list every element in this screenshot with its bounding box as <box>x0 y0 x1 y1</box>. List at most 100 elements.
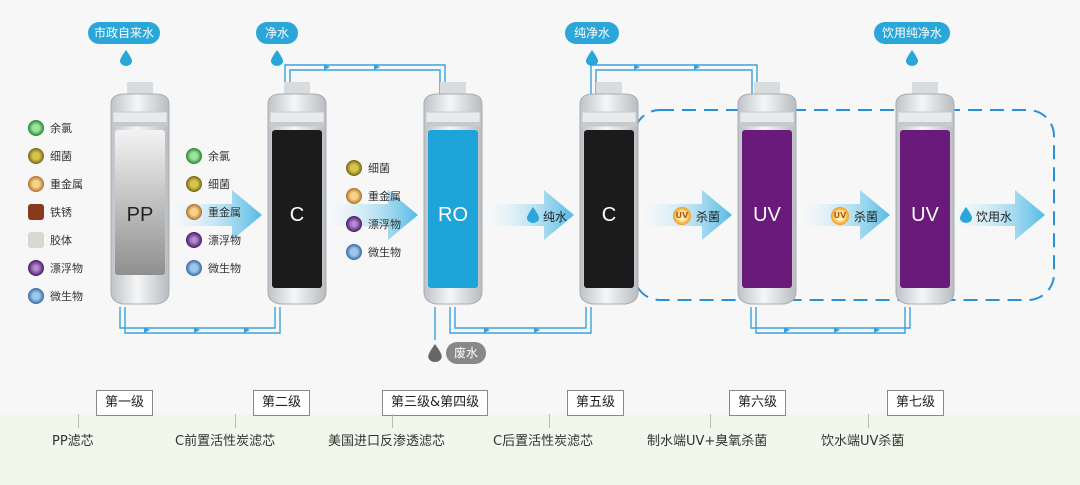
floating-matter-icon <box>186 232 202 248</box>
stage-label: 第五级 <box>567 390 625 416</box>
contaminant-item: 微生物 <box>28 288 83 304</box>
flow-arrow-2 <box>323 190 418 240</box>
contaminant-label: 胶体 <box>50 234 72 247</box>
stage-label: 第三级&第四级 <box>382 390 489 416</box>
uv-sun-icon: UV <box>673 207 691 225</box>
heavy-metal-icon <box>346 188 362 204</box>
stage-label: 第七级 <box>887 390 945 416</box>
contaminant-label: 漂浮物 <box>208 234 241 247</box>
stage-label: 第六级 <box>729 390 787 416</box>
microbe-icon <box>346 244 362 260</box>
floating-matter-icon <box>346 216 362 232</box>
contaminant-item: 余氯 <box>186 148 230 164</box>
colloid-icon <box>28 232 44 248</box>
contaminant-label: 铁锈 <box>50 206 72 219</box>
contaminant-label: 微生物 <box>208 262 241 275</box>
floating-matter-icon <box>28 260 44 276</box>
water-drop-icon <box>906 50 918 66</box>
bottom-band <box>0 414 1080 485</box>
water-drop-icon <box>527 207 539 223</box>
divider <box>235 414 236 428</box>
microbe-icon <box>186 260 202 276</box>
bacteria-icon <box>186 176 202 192</box>
filter-name: PP滤芯 <box>52 434 94 449</box>
contaminant-item: 重金属 <box>28 176 83 192</box>
label-tap-water: 市政自来水 <box>88 22 160 44</box>
heavy-metal-icon <box>186 204 202 220</box>
contaminant-label: 微生物 <box>50 290 83 303</box>
contaminant-item: 胶体 <box>28 232 72 248</box>
contaminant-item: 细菌 <box>346 160 390 176</box>
chlorine-icon <box>186 148 202 164</box>
contaminant-item: 漂浮物 <box>346 216 401 232</box>
label-drinking-pure-water: 饮用纯净水 <box>874 22 950 44</box>
divider <box>392 414 393 428</box>
contaminant-item: 细菌 <box>186 176 230 192</box>
water-drop-icon <box>960 207 972 223</box>
contaminant-item: 微生物 <box>186 260 241 276</box>
label-pure-water: 纯净水 <box>565 22 619 44</box>
heavy-metal-icon <box>28 176 44 192</box>
arrow-label-sterilize: 杀菌 <box>696 210 721 224</box>
contaminant-label: 细菌 <box>208 178 230 191</box>
water-drop-icon <box>120 50 132 66</box>
label-waste-water: 废水 <box>446 342 486 364</box>
contaminant-label: 细菌 <box>50 150 72 163</box>
cartridge-label: C <box>289 204 305 226</box>
contaminant-item: 重金属 <box>346 188 401 204</box>
stage-label: 第二级 <box>253 390 311 416</box>
contaminant-label: 细菌 <box>368 162 390 175</box>
flow-arrow-1 <box>165 190 262 240</box>
contaminant-item: 余氯 <box>28 120 72 136</box>
arrow-label-sterilize: 杀菌 <box>854 210 879 224</box>
divider <box>78 414 79 428</box>
filter-cartridge: C <box>262 82 332 307</box>
filter-cartridge: C <box>574 82 644 307</box>
filter-name: 制水端UV+臭氧杀菌 <box>647 434 768 449</box>
divider <box>549 414 550 428</box>
arrow-label-pure: 纯水 <box>543 210 568 224</box>
contaminant-label: 重金属 <box>368 190 401 203</box>
contaminant-item: 铁锈 <box>28 204 72 220</box>
contaminant-label: 重金属 <box>50 178 83 191</box>
contaminant-label: 漂浮物 <box>368 218 401 231</box>
stage-label: 第一级 <box>96 390 154 416</box>
arrow-label-drinking: 饮用水 <box>976 210 1013 224</box>
filter-name: 美国进口反渗透滤芯 <box>328 434 446 449</box>
water-drop-icon <box>271 50 283 66</box>
contaminant-label: 漂浮物 <box>50 262 83 275</box>
divider <box>710 414 711 428</box>
cartridge-label: PP <box>126 204 154 226</box>
contaminant-label: 微生物 <box>368 246 401 259</box>
water-drop-icon <box>586 50 598 66</box>
filter-name: C前置活性炭滤芯 <box>175 434 276 449</box>
bottom-line-pp-c <box>124 307 281 334</box>
bottom-line-uv-uv <box>755 307 906 334</box>
filter-cartridge: RO <box>418 82 488 307</box>
cartridge-label: RO <box>438 204 468 226</box>
chlorine-icon <box>28 120 44 136</box>
contaminant-item: 细菌 <box>28 148 72 164</box>
divider <box>868 414 869 428</box>
rust-icon <box>28 204 44 220</box>
microbe-icon <box>28 288 44 304</box>
contaminant-item: 重金属 <box>186 204 241 220</box>
cartridge-label: C <box>601 204 617 226</box>
contaminant-item: 漂浮物 <box>186 232 241 248</box>
filter-cartridge: PP <box>105 82 175 307</box>
contaminant-label: 余氯 <box>208 150 230 163</box>
contaminant-label: 余氯 <box>50 122 72 135</box>
filter-cartridge: UV <box>732 82 802 307</box>
contaminant-item: 漂浮物 <box>28 260 83 276</box>
bottom-line-ro-c <box>454 307 587 329</box>
bacteria-icon <box>28 148 44 164</box>
waste-drop-icon <box>428 344 442 362</box>
contaminant-label: 重金属 <box>208 206 241 219</box>
filter-name: 饮水端UV杀菌 <box>821 434 905 449</box>
cartridge-label: UV <box>911 204 939 226</box>
flow-arrow-6 <box>948 190 1045 240</box>
cartridge-label: UV <box>753 204 781 226</box>
contaminant-item: 微生物 <box>346 244 401 260</box>
filter-cartridge: UV <box>890 82 960 307</box>
bacteria-icon <box>346 160 362 176</box>
